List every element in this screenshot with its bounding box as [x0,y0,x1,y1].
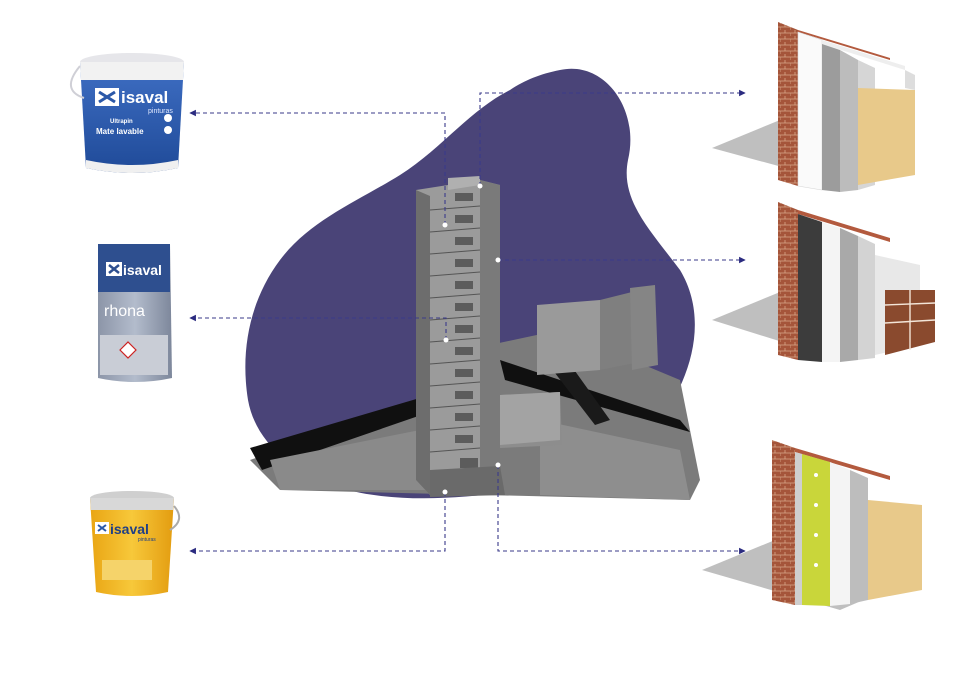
wall-layers-insulation-icon [702,440,922,610]
product-line-label: Ultrapin [110,119,133,125]
connector-system-top [479,89,746,186]
mortar-bag-icon: isaval rhona [98,244,172,382]
paint-bucket-icon: isaval pinturas Ultrapin Mate lavable [70,53,184,173]
subbrand-label: pinturas [138,537,156,543]
connector-system-bottom [497,465,746,555]
connector-bucket-white [189,109,446,225]
brand-label: isaval [110,521,149,537]
connector-bucket-yellow [189,492,446,555]
city-model [250,176,700,500]
brand-label: isaval [121,88,168,107]
wall-layers-tiles-icon [712,202,936,362]
paint-bucket-icon: isaval pinturas [90,491,181,596]
tower-building [416,180,500,495]
connector-bag-rhona [189,314,447,340]
connectors [189,89,746,555]
product-name-label: rhona [104,303,145,320]
wall-layers-icon [712,22,915,192]
connector-dots [442,183,501,495]
product-desc-label: Mate lavable [96,127,144,136]
brand-label: isaval [123,262,162,278]
subbrand-label: pinturas [148,108,173,115]
